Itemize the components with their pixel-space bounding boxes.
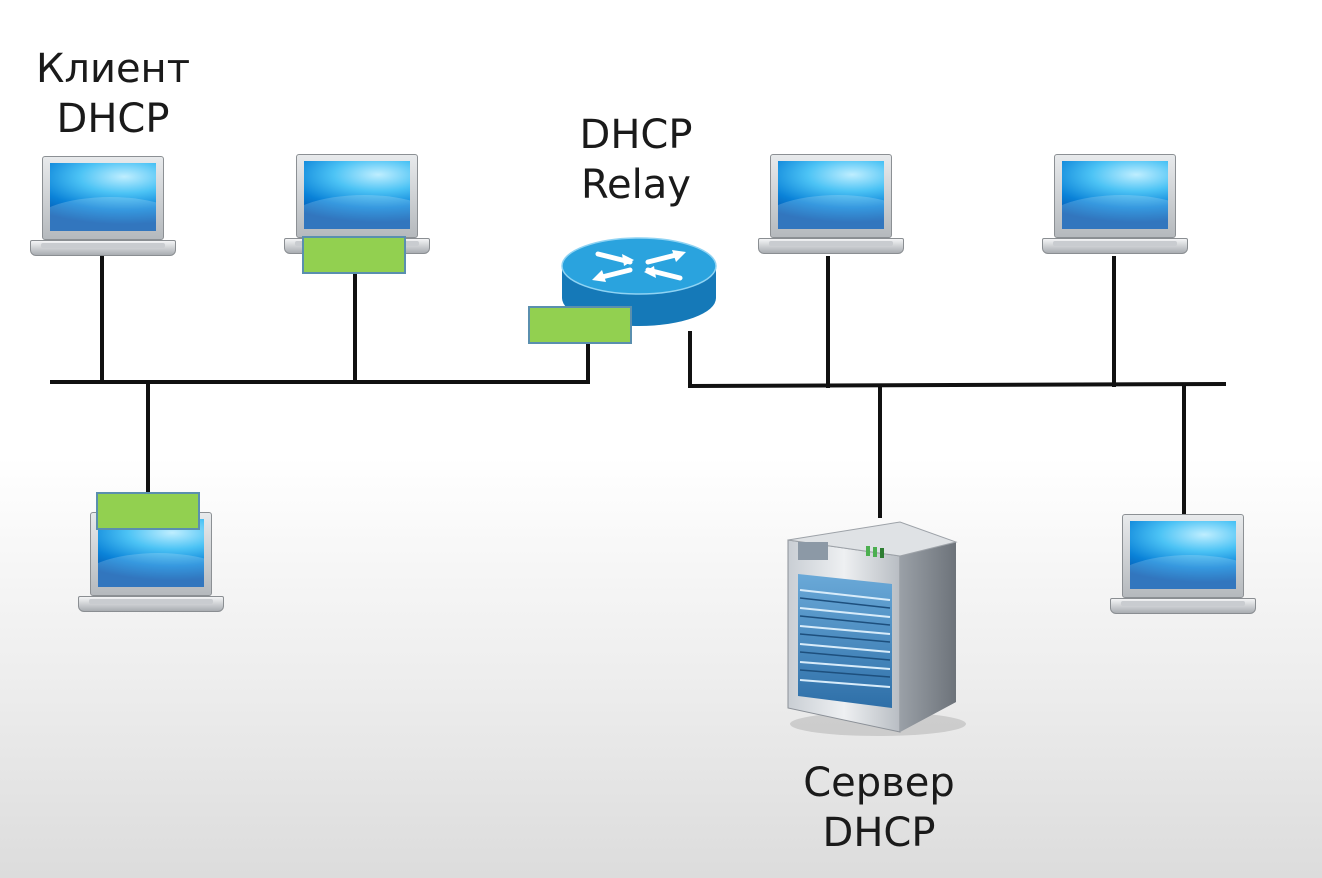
server-label-line-2: DHCP [822,810,936,856]
client-label-line-1: Клиент [35,46,191,92]
laptop-icon [758,154,904,260]
server-icon [787,521,966,736]
relay-label-line-1: DHCP [579,112,693,158]
client-label-line-2: DHCP [56,96,170,142]
packet-box [528,306,632,344]
relay-label-line-2: Relay [581,162,691,208]
server-label-line-1: Сервер [803,760,955,806]
laptop-icon [1042,154,1188,260]
relay-label: DHCP Relay [556,110,716,210]
laptop-icon [30,156,176,262]
laptop-icon [1110,514,1256,620]
right-bus-line [687,381,1227,389]
server-label: Сервер DHCP [786,758,972,858]
packet-box [96,492,200,530]
packet-box [302,236,406,274]
client-label: Клиент DHCP [28,44,198,144]
